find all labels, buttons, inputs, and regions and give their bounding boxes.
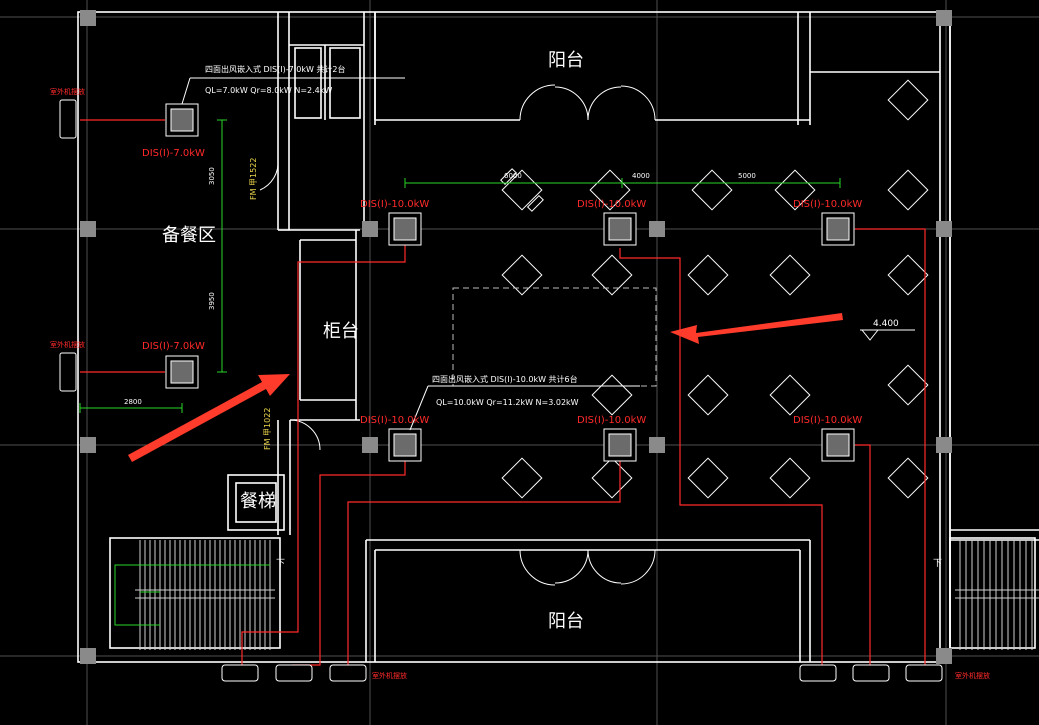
indoor-unit-u5[interactable] bbox=[821, 212, 855, 246]
spec-note-1-line-1: 四面出风嵌入式 DIS(I)-7.0kW 共计2台 bbox=[205, 64, 346, 74]
door-swings bbox=[259, 84, 656, 586]
room-label-balcony-top: 阳台 bbox=[548, 50, 584, 71]
dashed-zone bbox=[452, 287, 657, 387]
arrow-right bbox=[670, 313, 843, 344]
indoor-unit-u1[interactable] bbox=[165, 103, 199, 137]
dimension-label-5000: 5000 bbox=[738, 172, 756, 180]
dimension-label-4000: 4000 bbox=[632, 172, 650, 180]
spec-note-2-line-1: 四面出风嵌入式 DIS(I)-10.0kW 共计6台 bbox=[432, 374, 578, 384]
unit-label-u6: DIS(I)-10.0kW bbox=[360, 415, 429, 426]
outdoor-label-bottom-left: 室外机摆放 bbox=[372, 671, 407, 680]
room-label-balcony-bottom: 阳台 bbox=[548, 611, 584, 632]
unit-label-u3: DIS(I)-10.0kW bbox=[360, 199, 429, 210]
unit-label-u8: DIS(I)-10.0kW bbox=[793, 415, 862, 426]
unit-label-u5: DIS(I)-10.0kW bbox=[793, 199, 862, 210]
elevation-label: 4.400 bbox=[873, 319, 899, 329]
unit-label-u2: DIS(I)-7.0kW bbox=[142, 341, 205, 352]
outdoor-label-left-top: 室外机摆放 bbox=[50, 87, 85, 96]
spec-note-1-line-2: QL=7.0kW Qr=8.0kW N=2.4kW bbox=[205, 86, 332, 95]
stair-marker-left: 下 bbox=[276, 559, 285, 569]
indoor-units bbox=[165, 103, 855, 462]
dimension-label-3950: 3950 bbox=[208, 292, 216, 310]
unit-label-u4: DIS(I)-10.0kW bbox=[577, 199, 646, 210]
dimension-lines bbox=[79, 119, 841, 626]
outdoor-units bbox=[59, 99, 943, 682]
room-label-dumbwaiter: 餐梯 bbox=[240, 491, 276, 512]
dining-tables bbox=[500, 79, 929, 499]
note-leaders bbox=[181, 77, 915, 431]
indoor-unit-u2[interactable] bbox=[165, 355, 199, 389]
dimension-label-6000: 6000 bbox=[504, 172, 522, 180]
stair-marker-right: 下 bbox=[933, 559, 942, 569]
door-label-2: FM 甲1022 bbox=[263, 408, 272, 450]
unit-label-u1: DIS(I)-7.0kW bbox=[142, 148, 205, 159]
arrow-left bbox=[128, 374, 290, 462]
indoor-unit-u3[interactable] bbox=[388, 212, 422, 246]
outdoor-label-bottom-right: 室外机摆放 bbox=[955, 671, 990, 680]
room-label-prep-area: 备餐区 bbox=[162, 225, 216, 246]
walls bbox=[77, 11, 1039, 663]
door-label-1: FM 甲1522 bbox=[249, 158, 258, 200]
room-label-counter: 柜台 bbox=[323, 321, 359, 342]
indoor-unit-u7[interactable] bbox=[603, 428, 637, 462]
indoor-unit-u4[interactable] bbox=[603, 212, 637, 246]
indoor-unit-u8[interactable] bbox=[821, 428, 855, 462]
outdoor-label-left-mid: 室外机摆放 bbox=[50, 340, 85, 349]
unit-label-u7: DIS(I)-10.0kW bbox=[577, 415, 646, 426]
indoor-unit-u6[interactable] bbox=[388, 428, 422, 462]
dimension-label-2800: 2800 bbox=[124, 398, 142, 406]
spec-note-2-line-2: QL=10.0kW Qr=11.2kW N=3.02kW bbox=[436, 398, 579, 407]
annotation-arrows bbox=[128, 313, 843, 462]
dimension-label-3050: 3050 bbox=[208, 167, 216, 185]
structural-columns bbox=[80, 10, 952, 664]
